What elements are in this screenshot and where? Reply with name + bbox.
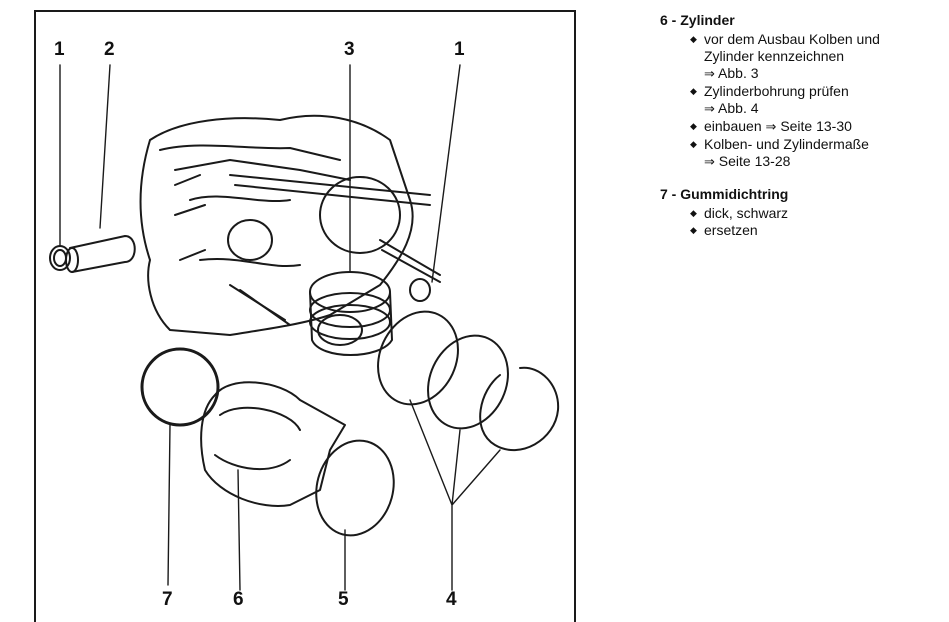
legend-item: Kolben- und Zylindermaße ⇒ Seite 13-28 <box>690 136 949 171</box>
leader-7 <box>167 424 171 586</box>
stud-long-upper <box>229 174 431 196</box>
leader-2 <box>99 64 111 229</box>
cylinder-body <box>200 381 346 507</box>
leader-1b <box>431 64 461 283</box>
callout-2: 2 <box>104 39 115 60</box>
housing-bore <box>319 176 401 254</box>
legend-list: vor dem Ausbau Kolben und Zylinder kennz… <box>660 31 949 171</box>
legend-reference-link[interactable]: Abb. 4 <box>718 100 759 116</box>
legend-heading: 6 - Zylinder <box>660 12 735 28</box>
legend-list: dick, schwarz ersetzen <box>660 205 949 239</box>
crankcase-housing <box>139 114 414 336</box>
stud-right <box>379 239 441 283</box>
callout-1-right: 1 <box>454 39 465 60</box>
callout-6: 6 <box>233 589 244 610</box>
arrow-icon: ⇒ <box>704 155 715 170</box>
callout-4: 4 <box>446 589 457 610</box>
legend-item-text: vor dem Ausbau Kolben und <box>704 31 880 47</box>
legend-section-seal: 7 - Gummidichtring dick, schwarz ersetze… <box>660 186 949 239</box>
circlip-right <box>409 278 431 302</box>
callout-3: 3 <box>344 39 355 60</box>
parts-legend: 6 - Zylinder vor dem Ausbau Kolben und Z… <box>660 12 949 254</box>
piston-ring-2 <box>427 334 509 430</box>
legend-item: einbauen ⇒ Seite 13-30 <box>690 118 949 136</box>
piston-pin <box>69 235 136 273</box>
legend-section-cylinder: 6 - Zylinder vor dem Ausbau Kolben und Z… <box>660 12 949 171</box>
callout-1-left: 1 <box>54 39 65 60</box>
cylinder-seal-ring <box>315 439 395 537</box>
legend-heading: 7 - Gummidichtring <box>660 186 789 202</box>
leader-4 <box>409 399 501 591</box>
legend-item-continuation: Zylinder kennzeichnen <box>704 48 845 64</box>
callout-7: 7 <box>162 589 173 610</box>
piston-ring-3 <box>479 366 560 451</box>
legend-item-text: Zylinderbohrung prüfen <box>704 83 849 99</box>
leader-6 <box>237 469 241 591</box>
legend-item: Zylinderbohrung prüfen ⇒ Abb. 4 <box>690 83 949 118</box>
piston-ring-1 <box>377 310 459 406</box>
figure-frame <box>34 10 576 622</box>
legend-reference-link[interactable]: Seite 13-30 <box>780 118 852 134</box>
arrow-icon: ⇒ <box>704 102 715 117</box>
legend-item: ersetzen <box>690 222 949 239</box>
arrow-icon: ⇒ <box>765 120 777 135</box>
legend-item-text: Kolben- und Zylindermaße <box>704 136 869 152</box>
legend-reference-link[interactable]: Abb. 3 <box>718 65 759 81</box>
rubber-seal-ring <box>140 347 220 427</box>
legend-item-text: einbauen <box>704 118 762 134</box>
legend-reference-link[interactable]: Seite 13-28 <box>718 153 791 169</box>
legend-item: vor dem Ausbau Kolben und Zylinder kennz… <box>690 31 949 83</box>
arrow-icon: ⇒ <box>704 67 715 82</box>
legend-item: dick, schwarz <box>690 205 949 222</box>
callout-5: 5 <box>338 589 349 610</box>
